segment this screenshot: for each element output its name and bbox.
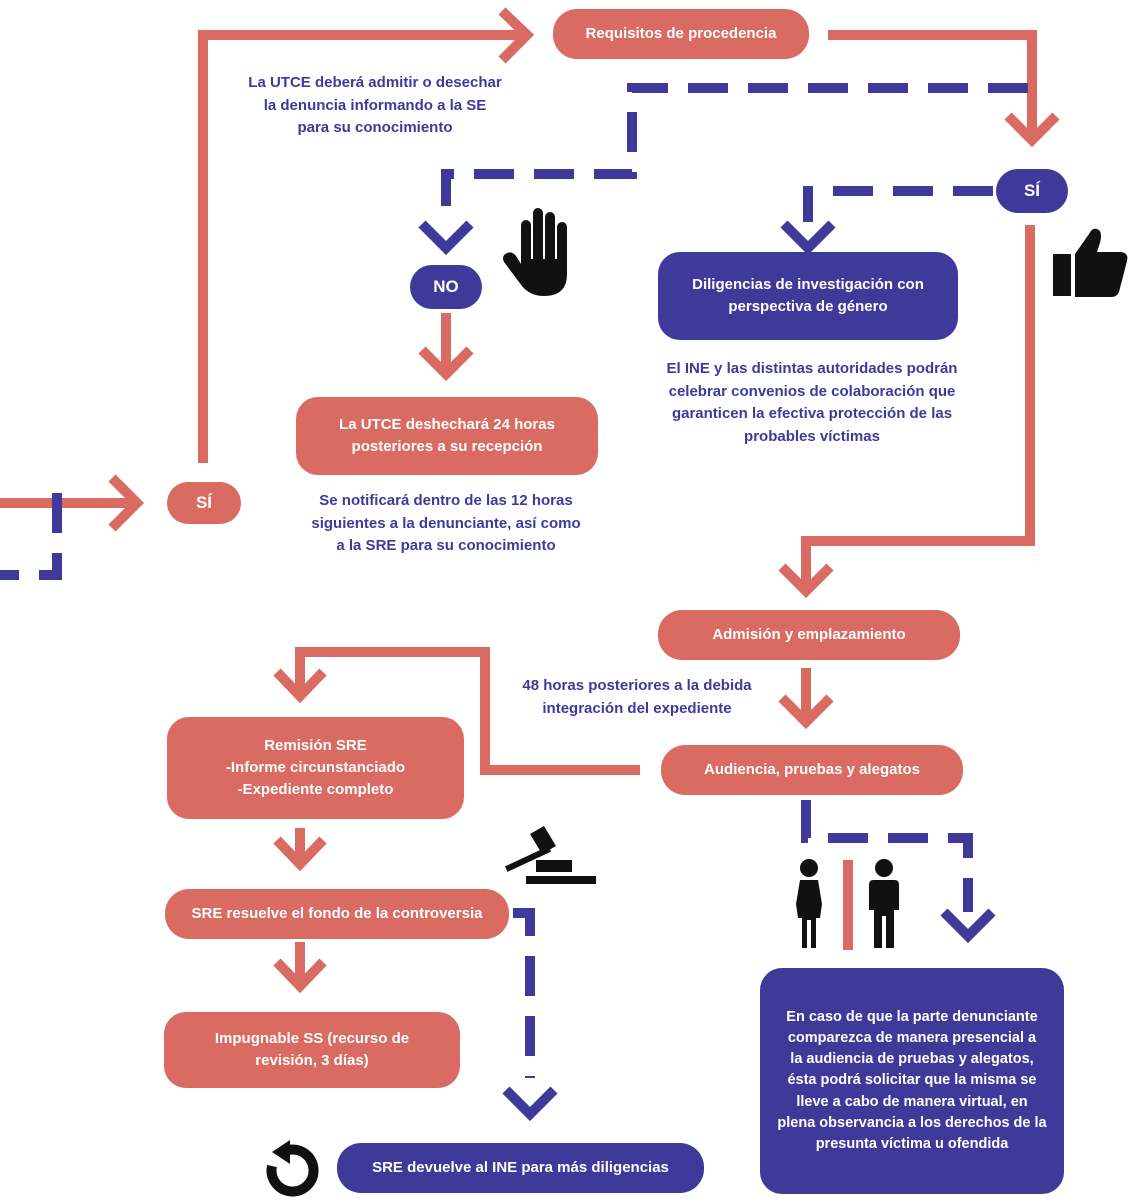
gavel-icon: [504, 826, 596, 884]
impugnable-node: Impugnable SS (recurso de revisión, 3 dí…: [164, 1012, 460, 1088]
no-node: NO: [410, 265, 482, 309]
si-top-node: SÍ: [996, 169, 1068, 213]
diligencias-node: Diligencias de investigación con perspec…: [658, 252, 958, 340]
indigo-dashed-connectors: [0, 83, 1028, 1078]
man-icon: [869, 859, 899, 948]
remision-sre-node: Remisión SRE -Informe circunstanciado -E…: [167, 717, 464, 819]
stop-hand-icon: [503, 208, 567, 296]
sre-resuelve-node: SRE resuelve el fondo de la controversia: [165, 889, 509, 939]
sre-devuelve-node: SRE devuelve al INE para más diligencias: [337, 1143, 704, 1193]
requisitos-procedencia-node: Requisitos de procedencia: [553, 9, 809, 59]
48-horas-note: 48 horas posteriores a la debida integra…: [522, 677, 752, 717]
admision-emplazamiento-node: Admisión y emplazamiento: [658, 610, 960, 660]
undo-arrow-icon: [266, 1140, 319, 1197]
thumbs-up-icon: [1053, 228, 1128, 297]
convenios-note: El INE y las distintas autoridades podrá…: [666, 360, 958, 445]
coral-connectors: [0, 7, 1060, 994]
indigo-arrowheads: [418, 220, 996, 1122]
utce-deshechara-node: La UTCE deshechará 24 horas posteriores …: [296, 397, 598, 475]
notificara-note: Se notificará dentro de las 12 horas sig…: [311, 492, 581, 554]
caso-presencial-node: En caso de que la parte denunciante comp…: [760, 968, 1064, 1194]
si-left-node: SÍ: [167, 482, 241, 524]
woman-icon: [796, 859, 822, 948]
utce-admitir-note: La UTCE deberá admitir o desechar la den…: [248, 74, 502, 136]
audiencia-node: Audiencia, pruebas y alegatos: [661, 745, 963, 795]
